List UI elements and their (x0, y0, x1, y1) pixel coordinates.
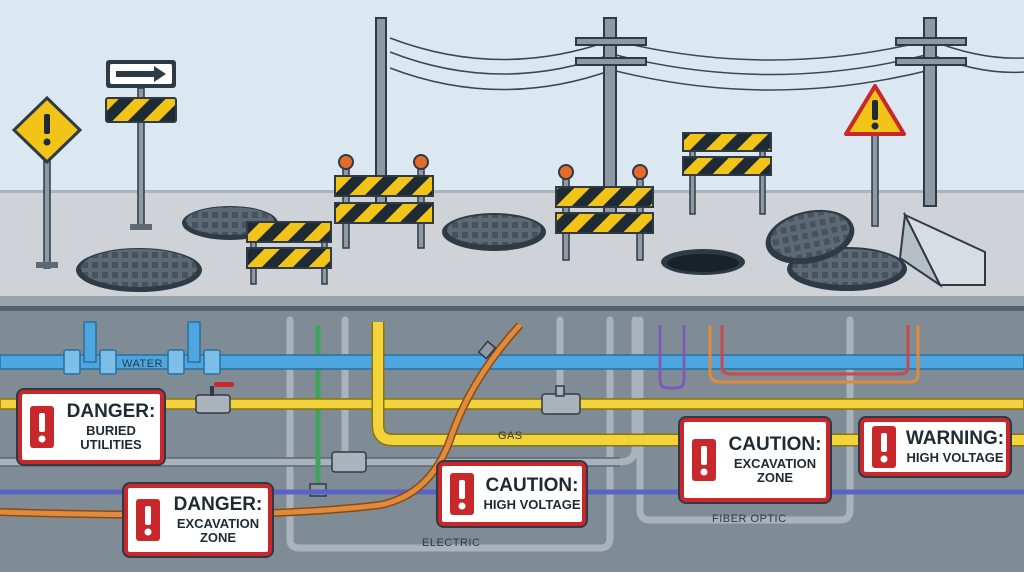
sign-title: DANGER: (66, 400, 156, 422)
curb-ramp (898, 211, 986, 288)
small-conduits (658, 325, 920, 390)
exclamation-icon (692, 439, 716, 481)
sign-title: CAUTION: (485, 474, 579, 496)
gas-label: GAS (498, 430, 523, 442)
sign-title: WARNING: (905, 427, 1005, 449)
warning-sign-icon (11, 95, 83, 269)
arrow-sign-icon (105, 60, 177, 230)
exclamation-icon (450, 473, 474, 515)
water-label: WATER (122, 358, 163, 370)
caution-excavation-zone-sign: CAUTION:EXCAVATION ZONE (680, 418, 830, 502)
warning-sign-icon (844, 84, 906, 227)
barricade-icon (246, 132, 772, 285)
road-edge (0, 296, 1024, 308)
grey-conduits (0, 316, 854, 552)
exclamation-icon (30, 406, 54, 448)
exclamation-icon (136, 499, 160, 541)
warning-high-voltage-sign: WARNING:HIGH VOLTAGE (860, 418, 1010, 476)
utility-pole-icon (375, 17, 967, 219)
sign-subtitle: HIGH VOLTAGE (483, 497, 581, 513)
water-pipe (0, 321, 1024, 375)
exclamation-icon (872, 426, 896, 468)
caution-high-voltage-sign: CAUTION:HIGH VOLTAGE (438, 462, 586, 526)
fiber-optic-label: FIBER OPTIC (712, 513, 787, 525)
electric-label: ELECTRIC (422, 537, 481, 549)
sign-subtitle: EXCAVATION ZONE (176, 516, 260, 546)
gas-pipe (0, 322, 1024, 447)
danger-excavation-zone-sign: DANGER:EXCAVATION ZONE (124, 484, 272, 556)
manhole-cover-icon (76, 206, 907, 292)
sign-subtitle: HIGH VOLTAGE (906, 450, 1004, 466)
sign-title: CAUTION: (728, 433, 822, 455)
danger-buried-utilities-sign: DANGER:BURIED UTILITIES (18, 390, 164, 464)
sign-subtitle: EXCAVATION ZONE (733, 456, 817, 486)
sign-title: DANGER: (173, 493, 263, 515)
sign-subtitle: BURIED UTILITIES (80, 423, 142, 453)
